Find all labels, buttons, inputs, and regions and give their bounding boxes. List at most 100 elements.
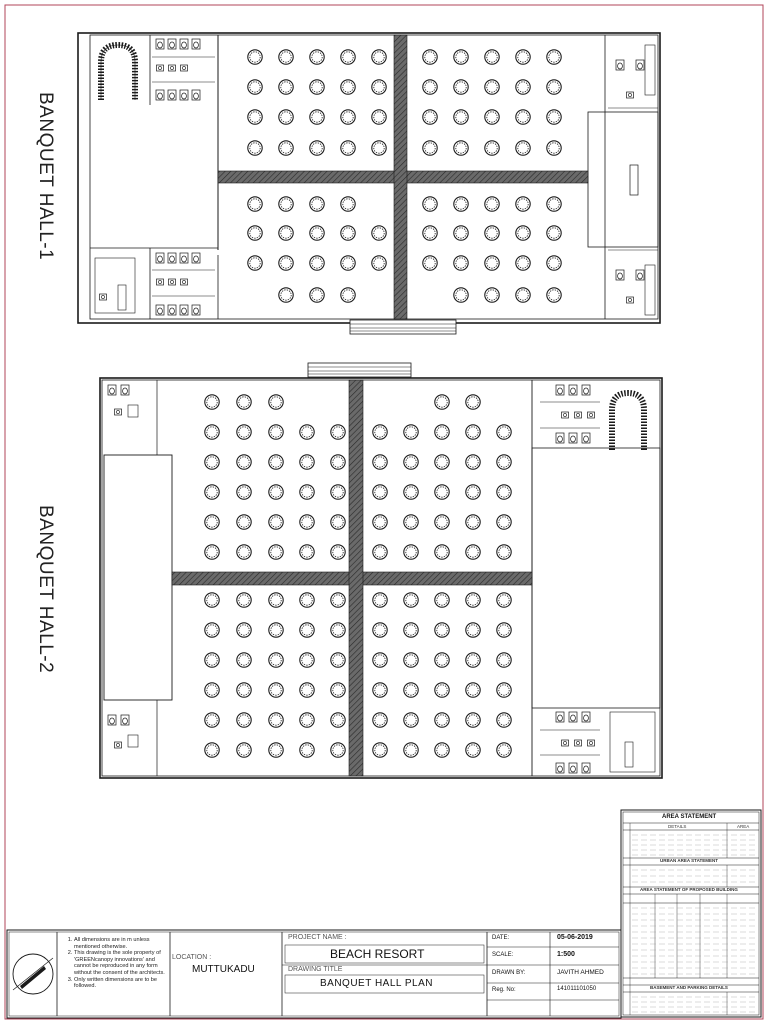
hall2-entrance-steps (307, 362, 412, 378)
dining-table-icon (515, 79, 531, 95)
drawn-by-label: DRAWN BY: (492, 970, 526, 976)
dining-table-icon (403, 652, 419, 668)
dining-table-icon (546, 255, 562, 271)
banquet-hall-1-plan (77, 32, 661, 335)
dining-table-icon (204, 544, 220, 560)
scale-value: 1:500 (557, 951, 575, 958)
dining-table-icon (371, 49, 387, 65)
dining-table-icon (496, 742, 512, 758)
dining-table-icon (434, 424, 450, 440)
hall2-outer-wall (99, 377, 663, 779)
dining-table-icon (268, 544, 284, 560)
project-name-value: BEACH RESORT (330, 947, 425, 961)
hall2-corridor-vertical (348, 379, 364, 777)
dining-table-icon (278, 140, 294, 156)
dining-table-icon (496, 454, 512, 470)
dining-table-icon (546, 140, 562, 156)
dining-table-icon (299, 592, 315, 608)
dining-table-icon (204, 742, 220, 758)
dining-table-icon (268, 682, 284, 698)
dining-table-icon (465, 484, 481, 500)
dining-table-icon (268, 454, 284, 470)
dining-table-icon (299, 622, 315, 638)
parking-details-title: BASEMENT AND PARKING DETAILS (650, 985, 728, 990)
dining-table-icon (515, 225, 531, 241)
dining-table-icon (453, 255, 469, 271)
dining-table-icon (546, 196, 562, 212)
dining-table-icon (268, 514, 284, 530)
dining-table-icon (434, 622, 450, 638)
dining-table-icon (309, 109, 325, 125)
dining-table-icon (340, 79, 356, 95)
dining-table-icon (465, 622, 481, 638)
dining-table-icon (434, 484, 450, 500)
drawing-notes: All dimensions are in m unless mentioned… (62, 937, 170, 990)
dining-table-icon (515, 196, 531, 212)
area-statement-detail-header: DETAILS (668, 824, 687, 829)
dining-table-icon (434, 592, 450, 608)
dining-table-icon (309, 287, 325, 303)
dining-table-icon (434, 514, 450, 530)
location-label: LOCATION : (172, 954, 212, 961)
dining-table-icon (422, 225, 438, 241)
hall1-title: BANQUET HALL-1 (35, 92, 56, 261)
proposed-building-title: AREA STATEMENT OF PROPOSED BUILDING (640, 887, 738, 892)
dining-table-icon (434, 394, 450, 410)
dining-table-icon (309, 49, 325, 65)
dining-table-icon (371, 79, 387, 95)
dining-table-icon (204, 712, 220, 728)
dining-table-icon (484, 225, 500, 241)
dining-table-icon (484, 140, 500, 156)
dining-table-icon (236, 544, 252, 560)
note-1: All dimensions are in m unless mentioned… (74, 937, 170, 950)
dining-table-icon (278, 287, 294, 303)
dining-table-icon (546, 287, 562, 303)
dining-table-icon (371, 225, 387, 241)
dining-table-icon (496, 712, 512, 728)
dining-table-icon (546, 109, 562, 125)
dining-table-icon (546, 79, 562, 95)
drawing-title-value: BANQUET HALL PLAN (320, 978, 433, 989)
dining-table-icon (236, 592, 252, 608)
location-value: MUTTUKADU (192, 964, 255, 975)
dining-table-icon (496, 544, 512, 560)
dining-table-icon (496, 484, 512, 500)
dining-table-icon (484, 196, 500, 212)
hall2-title: BANQUET HALL-2 (35, 505, 56, 674)
dining-table-icon (236, 652, 252, 668)
dining-table-icon (403, 742, 419, 758)
dining-table-icon (330, 484, 346, 500)
dining-table-icon (278, 109, 294, 125)
dining-table-icon (247, 255, 263, 271)
dining-table-icon (372, 544, 388, 560)
dining-table-icon (247, 196, 263, 212)
dining-table-icon (465, 424, 481, 440)
dining-table-icon (299, 652, 315, 668)
area-statement-area-header: AREA (737, 824, 750, 829)
dining-table-icon (268, 484, 284, 500)
dining-table-icon (372, 592, 388, 608)
dining-table-icon (204, 424, 220, 440)
dining-table-icon (330, 544, 346, 560)
dining-table-icon (236, 394, 252, 410)
dining-table-icon (422, 140, 438, 156)
dining-table-icon (453, 140, 469, 156)
scale-label: SCALE: (492, 952, 514, 958)
dining-table-icon (484, 49, 500, 65)
dining-table-icon (268, 592, 284, 608)
dining-table-icon (434, 682, 450, 698)
reg-no-value: 141011101050 (557, 986, 597, 992)
dining-table-icon (434, 652, 450, 668)
dining-table-icon (465, 682, 481, 698)
dining-table-icon (496, 424, 512, 440)
dining-table-icon (372, 514, 388, 530)
reg-no-label: Reg. No: (492, 987, 516, 993)
dining-table-icon (236, 712, 252, 728)
dining-table-icon (236, 424, 252, 440)
dining-table-icon (484, 255, 500, 271)
dining-table-icon (403, 622, 419, 638)
dining-table-icon (340, 49, 356, 65)
dining-table-icon (278, 49, 294, 65)
dining-table-icon (403, 682, 419, 698)
